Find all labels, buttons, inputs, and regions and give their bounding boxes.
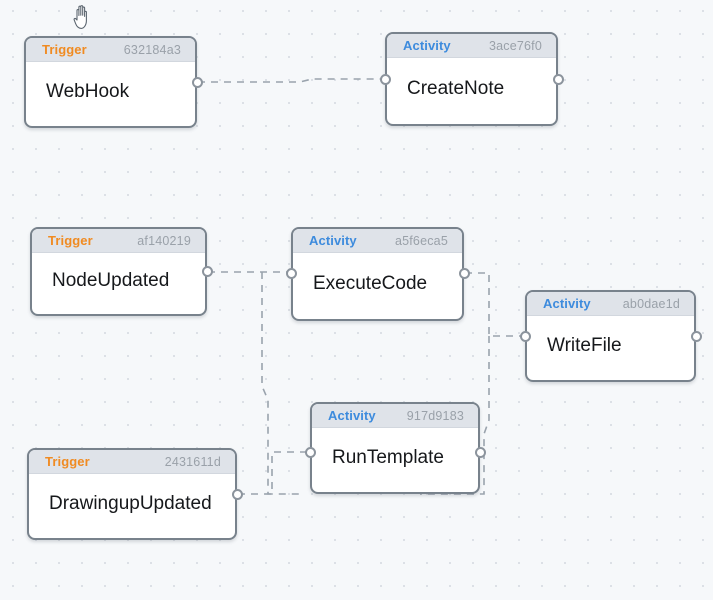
port-webhook-out[interactable] <box>192 77 203 88</box>
node-body: WriteFile <box>527 316 694 380</box>
node-id-label: 3ace76f0 <box>488 38 542 53</box>
port-runtemplate-out[interactable] <box>475 447 486 458</box>
edge-webhook-to-createnote <box>198 78 386 83</box>
node-title: WebHook <box>46 80 130 102</box>
node-title: WriteFile <box>547 334 622 356</box>
port-runtemplate-in[interactable] <box>305 447 316 458</box>
node-kind-label: Trigger <box>48 233 93 248</box>
hand-grab-cursor <box>73 5 87 29</box>
node-header: Activity a5f6eca5 <box>293 229 462 253</box>
node-title: NodeUpdated <box>52 270 170 291</box>
node-body: NodeUpdated <box>32 253 205 314</box>
node-title: ExecuteCode <box>313 272 428 294</box>
node-header: Trigger af140219 <box>32 229 205 253</box>
node-header: Activity ab0dae1d <box>527 292 694 316</box>
node-title: CreateNote <box>407 77 505 99</box>
node-header: Trigger 2431611d <box>29 450 235 474</box>
port-drawingupupdated-out[interactable] <box>232 489 243 500</box>
node-kind-label: Activity <box>543 296 591 311</box>
edge-drawingupupdated-to-runtemplate <box>238 451 311 495</box>
node-title: DrawingupUpdated <box>49 492 212 514</box>
node-id-label: 917d9183 <box>406 408 464 423</box>
port-executecode-out[interactable] <box>459 268 470 279</box>
port-writefile-out[interactable] <box>691 331 702 342</box>
node-header: Trigger 632184a3 <box>26 38 195 62</box>
node-body: DrawingupUpdated <box>29 474 235 538</box>
node-id-label: af140219 <box>137 233 191 248</box>
port-executecode-in[interactable] <box>286 268 297 279</box>
node-header: Activity 3ace76f0 <box>387 34 556 58</box>
node-body: CreateNote <box>387 58 556 124</box>
edge-executecode-to-writefile <box>465 272 526 337</box>
node-kind-label: Trigger <box>42 42 87 57</box>
node-title: RunTemplate <box>332 446 444 468</box>
port-createnote-out[interactable] <box>553 74 564 85</box>
node-kind-label: Trigger <box>45 454 90 469</box>
node-body: ExecuteCode <box>293 253 462 319</box>
node-id-label: a5f6eca5 <box>394 233 448 248</box>
node-id-label: 2431611d <box>164 454 221 469</box>
node-body: RunTemplate <box>312 428 478 492</box>
node-id-label: 632184a3 <box>123 42 181 57</box>
node-kind-label: Activity <box>328 408 376 423</box>
node-body: WebHook <box>26 62 195 126</box>
port-createnote-in[interactable] <box>380 74 391 85</box>
node-id-label: ab0dae1d <box>622 296 680 311</box>
port-nodeupdated-out[interactable] <box>202 266 213 277</box>
node-header: Activity 917d9183 <box>312 404 478 428</box>
node-kind-label: Activity <box>309 233 357 248</box>
port-writefile-in[interactable] <box>520 331 531 342</box>
node-kind-label: Activity <box>403 38 451 53</box>
